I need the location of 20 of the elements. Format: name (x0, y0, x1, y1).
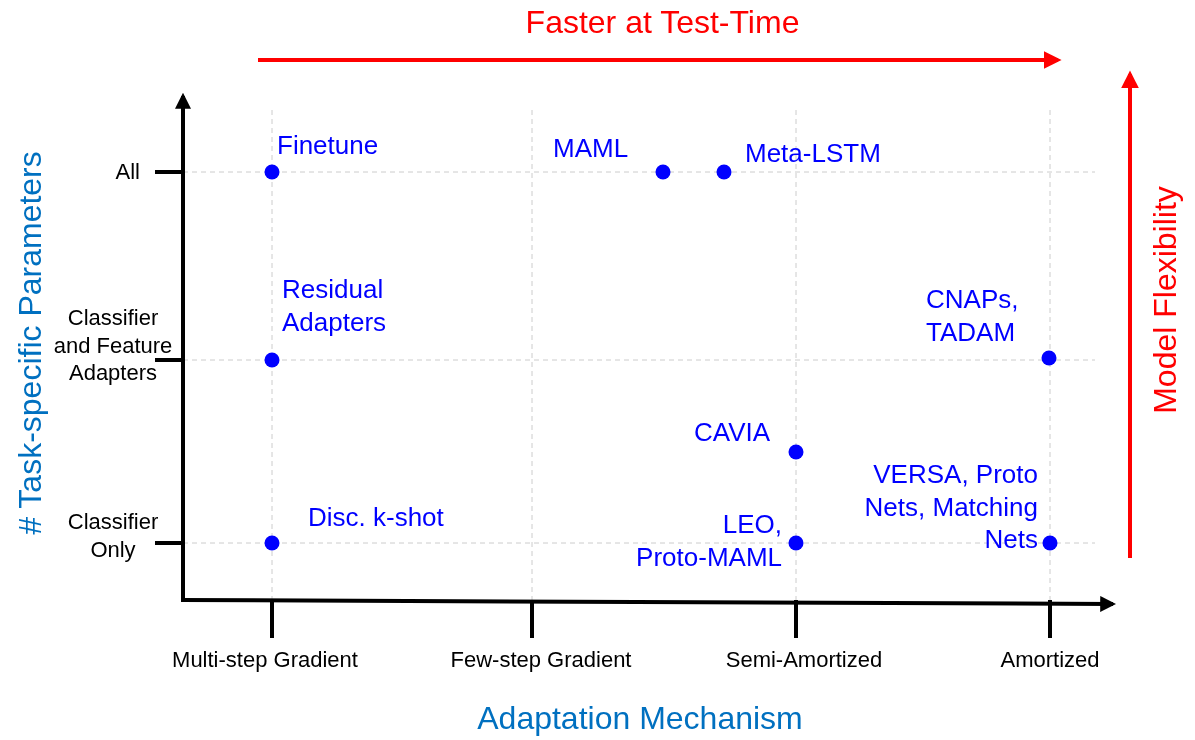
tick-label: All (114, 158, 140, 186)
axis-title: Adaptation Mechanism (476, 699, 804, 738)
arrow-label: Model Flexibility (1146, 186, 1184, 414)
point-label: Meta-LSTM (745, 137, 881, 170)
tick-label: Semi-Amortized (724, 646, 884, 674)
point-label: CAVIA (694, 416, 771, 449)
tick-label: Amortized (999, 646, 1101, 674)
tick-label: Few-step Gradient (449, 646, 633, 674)
point-label: CNAPs, TADAM (926, 283, 1020, 348)
axis-title: # Task-specific Parameters (11, 151, 49, 535)
point-label: LEO, Proto-MAML (635, 508, 782, 573)
tick-label: Classifier Only (66, 508, 160, 563)
tick-label: Multi-step Gradient (171, 646, 359, 674)
point-label: Residual Adapters (282, 273, 388, 338)
tick-label: Classifier and Feature Adapters (52, 304, 174, 387)
point-label: VERSA, Proto Nets, Matching Nets (863, 458, 1038, 556)
arrow-label: Faster at Test-Time (524, 3, 801, 42)
point-label: Disc. k-shot (308, 501, 444, 534)
point-label: Finetune (277, 129, 379, 162)
point-label: MAML (553, 132, 629, 165)
